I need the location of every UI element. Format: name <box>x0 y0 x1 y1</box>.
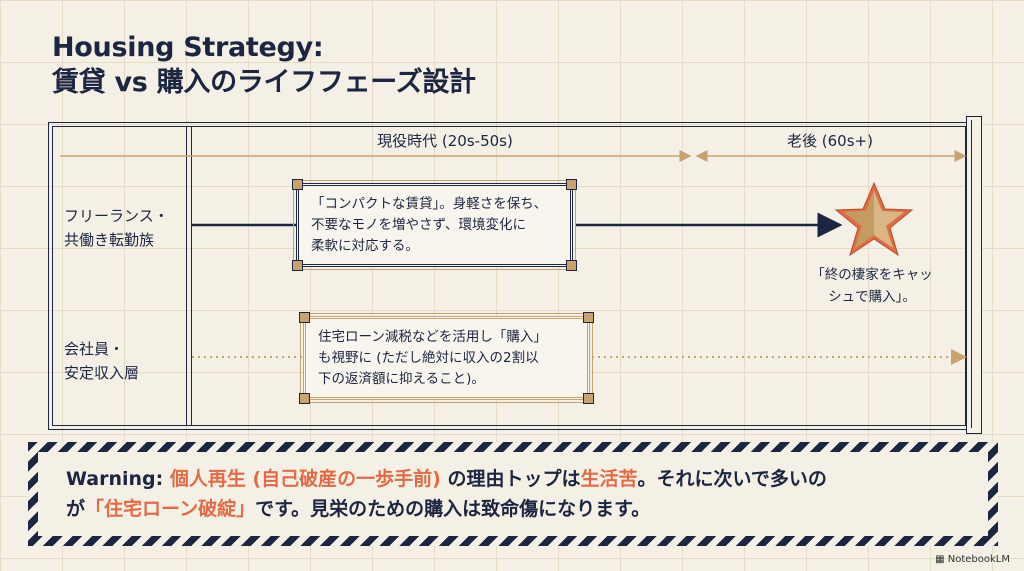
corner-ornament <box>583 393 594 404</box>
warning-text-part: の理由トップは <box>440 468 581 490</box>
phase-label-retirement: 老後 (60s+) <box>787 132 873 150</box>
callout-line: も視野に (ただし絶対に収入の2割以 <box>318 350 539 366</box>
row-label-line: 共働き転勤族 <box>64 231 155 249</box>
notebook-icon: ▦ <box>935 554 945 565</box>
footer-brand: ▦ NotebookLM <box>935 554 1010 565</box>
label-column-divider <box>186 126 192 426</box>
warning-text-part: が <box>66 498 86 520</box>
warning-highlight-living-hardship: 生活苦 <box>580 468 638 490</box>
corner-ornament <box>292 260 303 271</box>
timeline-right-end-cap <box>966 116 982 434</box>
title-line-2: 賃貸 vs 購入のライフフェーズ設計 <box>52 67 476 98</box>
corner-ornament <box>299 312 310 323</box>
warning-text: Warning: 個人再生 (自己破産の一歩手前) の理由トップは生活苦。それに… <box>38 452 988 536</box>
star-icon <box>834 181 914 257</box>
warning-text-part: 。それに次いで多いの <box>637 468 827 490</box>
corner-ornament <box>292 179 303 190</box>
star-caption-line: 「終の棲家をキャッ <box>811 267 933 283</box>
phase-label-working: 現役時代 (20s-50s) <box>377 132 513 150</box>
row-label-line: 安定収入層 <box>64 364 140 382</box>
row-label-employee: 会社員・ 安定収入層 <box>64 337 139 385</box>
warning-banner: Warning: 個人再生 (自己破産の一歩手前) の理由トップは生活苦。それに… <box>28 442 998 546</box>
star-caption: 「終の棲家をキャッ シュで購入」。 <box>804 264 940 308</box>
callout-purchase: 住宅ローン減税などを活用し「購入」 も視野に (ただし絶対に収入の2割以 下の返… <box>299 312 594 404</box>
warning-highlight-personal-rehabilitation: 個人再生 (自己破産の一歩手前) <box>169 468 441 490</box>
corner-ornament <box>299 393 310 404</box>
callout-line: 不要なモノを増やさず、環境変化に <box>311 217 527 233</box>
corner-ornament <box>566 179 577 190</box>
row-label-freelance: フリーランス・ 共働き転勤族 <box>64 204 169 252</box>
callout-line: 住宅ローン減税などを活用し「購入」 <box>318 329 547 345</box>
callout-line: 「コンパクトな賃貸」。身軽さを保ち、 <box>311 196 548 212</box>
callout-rental: 「コンパクトな賃貸」。身軽さを保ち、 不要なモノを増やさず、環境変化に 柔軟に対… <box>292 179 577 271</box>
star-caption-line: シュで購入」。 <box>828 289 916 305</box>
corner-ornament <box>566 260 577 271</box>
timeline-frame-inner <box>52 126 966 426</box>
corner-ornament <box>583 312 594 323</box>
footer-brand-text: NotebookLM <box>947 554 1010 565</box>
title-line-1: Housing Strategy: <box>52 32 324 63</box>
callout-line: 下の返済額に抑えること)。 <box>318 371 485 387</box>
page-title: Housing Strategy: 賃貸 vs 購入のライフフェーズ設計 <box>52 30 476 100</box>
warning-prefix: Warning: <box>66 468 170 490</box>
callout-line: 柔軟に対応する。 <box>311 238 419 254</box>
row-label-line: フリーランス・ <box>64 207 169 225</box>
warning-highlight-mortgage-default: 「住宅ローン破綻」 <box>85 498 256 520</box>
row-label-line: 会社員・ <box>64 340 125 358</box>
warning-text-part: です。見栄のための購入は致命傷になります。 <box>255 498 651 520</box>
